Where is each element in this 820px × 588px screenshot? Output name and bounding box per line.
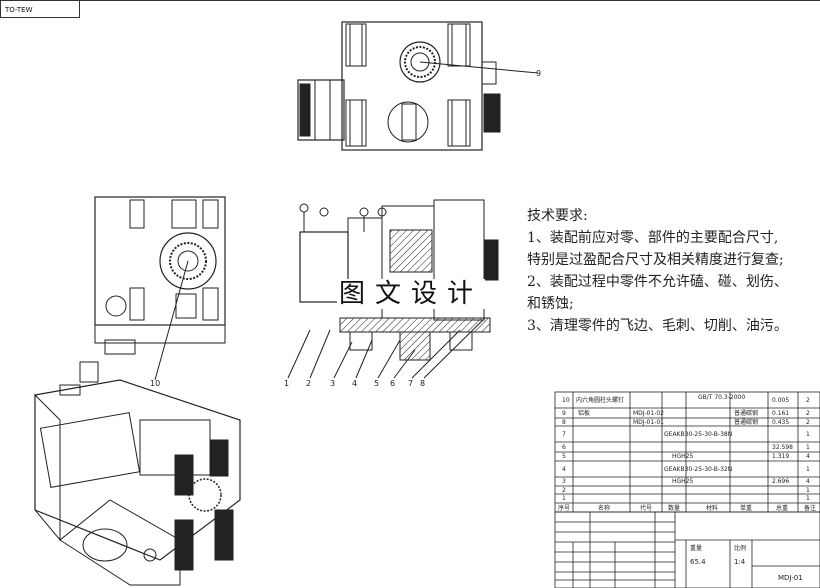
bom-r0-name: 内六角圆柱头螺钉: [576, 396, 624, 404]
bom-h-material: 材料: [706, 504, 718, 512]
bom-r5-no: 5: [562, 453, 566, 460]
bom-table: [554, 391, 820, 588]
bom-r1-count: 2: [806, 410, 810, 417]
bom-r1-material: 普通碳钢: [734, 409, 758, 417]
bom-h-code: 代号: [640, 504, 652, 512]
tech-line-5: 3、清理零件的飞边、毛刺、切削、油污。: [527, 318, 788, 334]
callout-9: 9: [536, 69, 541, 78]
bom-r6-no: 4: [562, 466, 566, 473]
tb-drawing-no: MDJ-01: [778, 574, 803, 582]
tech-line-4: 和锈蚀;: [527, 296, 574, 312]
bom-r8-no: 2: [562, 487, 566, 494]
top-view: [297, 21, 539, 151]
bom-r3-count: 1: [806, 431, 810, 438]
bom-r8-count: 1: [806, 487, 810, 494]
bom-r2-material: 普通碳钢: [734, 418, 758, 426]
tech-line-1: 1、装配前应对零、部件的主要配合尺寸,: [527, 230, 779, 246]
bom-h-unit: 单重: [740, 504, 752, 512]
bom-h-qty: 数量: [668, 504, 680, 512]
bom-h-name: 名称: [598, 504, 610, 512]
corner-label-box: TO-TEW: [0, 0, 80, 18]
callout-7: 7: [408, 379, 413, 388]
bom-r2-no: 8: [562, 419, 566, 426]
corner-label: TO-TEW: [5, 6, 33, 14]
bom-r0-material: GB/T 70.3-2000: [698, 394, 745, 401]
bom-r1-unit: 0.161: [772, 410, 789, 417]
tech-title: 技术要求:: [527, 208, 588, 224]
callout-6: 6: [390, 379, 395, 388]
bom-r3-code: GEAKB30-25-30-B-38N: [664, 431, 732, 438]
bom-r4-count: 1: [806, 444, 810, 451]
bom-r5-code: HGH25: [672, 453, 693, 460]
bom-r0-no: 10: [562, 397, 570, 404]
bom-r2-code: MDJ-01-01: [633, 419, 664, 426]
bom-r5-count: 4: [806, 453, 810, 460]
callout-10: 10: [150, 379, 160, 388]
bom-r9-no: 1: [562, 495, 566, 502]
bom-r6-count: 1: [806, 466, 810, 473]
bom-r6-code: GEAKB30-25-30-B-32N: [664, 466, 732, 473]
technical-requirements: 技术要求: 1、装配前应对零、部件的主要配合尺寸, 特别是过盈配合尺寸及相关精度…: [527, 205, 817, 337]
bom-r2-count: 2: [806, 419, 810, 426]
bom-r7-code: HGH25: [672, 478, 693, 485]
bom-r0-count: 2: [806, 397, 810, 404]
bom-r4-unit: 32.598: [772, 444, 793, 451]
tb-scale-label: 比例: [734, 544, 746, 552]
callout-8: 8: [420, 379, 425, 388]
left-view: [94, 196, 226, 381]
bom-r1-name: 铝板: [578, 409, 590, 417]
bom-r0-unit: 0.005: [772, 397, 789, 404]
callout-2: 2: [306, 379, 311, 388]
tb-weight: 65.4: [690, 558, 706, 566]
watermark: 图文设计: [337, 279, 486, 309]
tb-weight-label: 重量: [690, 544, 702, 552]
section-view: [287, 199, 499, 379]
bom-r9-count: 1: [806, 495, 810, 502]
bom-r7-unit: 2.696: [772, 478, 789, 485]
bom-r3-no: 7: [562, 431, 566, 438]
bom-r5-unit: 1.319: [772, 453, 789, 460]
callout-3: 3: [330, 379, 335, 388]
callout-4: 4: [352, 379, 357, 388]
border-line: [80, 0, 820, 1]
isometric-view: [34, 361, 241, 586]
callout-1: 1: [284, 379, 289, 388]
bom-r1-no: 9: [562, 410, 566, 417]
tb-scale: 1:4: [734, 558, 746, 566]
bom-r7-no: 3: [562, 478, 566, 485]
bom-r7-count: 4: [806, 478, 810, 485]
bom-text: 10 内六角圆柱头螺钉 GB/T 70.3-2000 0.005 2 9 铝板 …: [558, 394, 816, 582]
tech-line-2: 特别是过盈配合尺寸及相关精度进行复查;: [527, 252, 784, 268]
bom-h-no: 序号: [558, 504, 570, 512]
callouts: 9 10 1 2 3 4 5 6 7 8: [150, 69, 541, 388]
tech-line-3: 2、装配过程中零件不允许磕、碰、划伤、: [527, 274, 788, 290]
bom-h-total: 总重: [776, 504, 788, 512]
bom-h-note: 备注: [804, 504, 816, 512]
bom-r2-unit: 0.435: [772, 419, 789, 426]
bom-r1-code: MDJ-01-02: [633, 410, 664, 417]
bom-r4-no: 6: [562, 444, 566, 451]
callout-5: 5: [374, 379, 379, 388]
